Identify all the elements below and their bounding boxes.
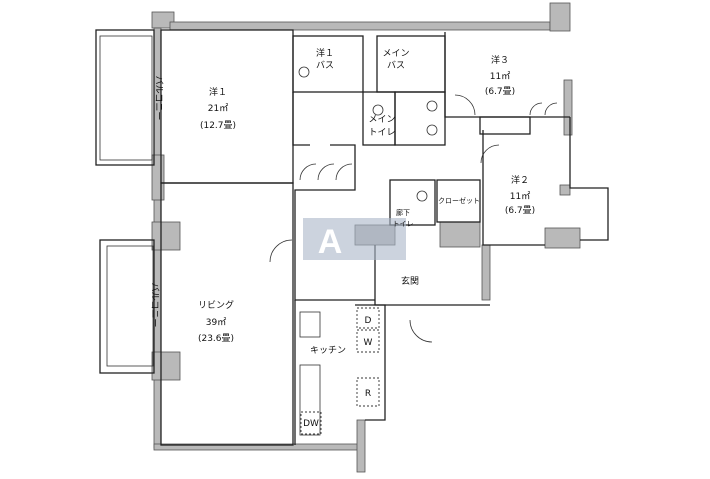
western3-name: 洋３ <box>491 54 509 66</box>
dryer-label: D <box>365 316 372 326</box>
watermark-text: A <box>318 223 343 261</box>
western2-name: 洋２ <box>511 174 529 186</box>
dishwasher-label: DW <box>303 419 319 429</box>
living-name: リビング <box>198 299 234 311</box>
interior-walls <box>160 29 609 446</box>
balcony-top-label: バルコニー <box>153 76 164 121</box>
balcony-bottom-label: バルコニー <box>149 283 160 328</box>
balcony-top <box>95 29 155 166</box>
kitchen-label: キッチン <box>310 345 346 356</box>
closet-label: クローゼット <box>438 196 480 205</box>
balcony-bottom <box>99 239 155 374</box>
entrance-label: 玄関 <box>401 275 419 287</box>
fridge-label: R <box>365 389 371 399</box>
western2-tatami: (6.7畳) <box>505 205 535 216</box>
main-toilet-line2: トイレ <box>368 128 395 138</box>
bath1-line1: 洋１ <box>316 47 334 59</box>
hall-toilet-line1: 廊下 <box>396 208 410 217</box>
main-bath-line2: バス <box>387 60 405 71</box>
main-bath-line1: メイン <box>382 49 409 59</box>
western3-tatami: (6.7畳) <box>485 86 515 97</box>
western1-name: 洋１ <box>209 86 227 98</box>
hall-toilet-line2: トイレ <box>393 220 414 228</box>
western2-area: 11㎡ <box>510 191 530 202</box>
western3-area: 11㎡ <box>490 71 510 82</box>
main-toilet-line1: メイン <box>368 115 395 125</box>
watermark: A <box>303 218 406 261</box>
living-tatami: (23.6畳) <box>198 333 234 344</box>
washer-label: W <box>364 338 373 348</box>
bath1-line2: バス <box>316 60 334 71</box>
western1-tatami: (12.7畳) <box>200 120 236 131</box>
western1-area: 21㎡ <box>208 103 228 114</box>
living-area: 39㎡ <box>206 317 226 328</box>
